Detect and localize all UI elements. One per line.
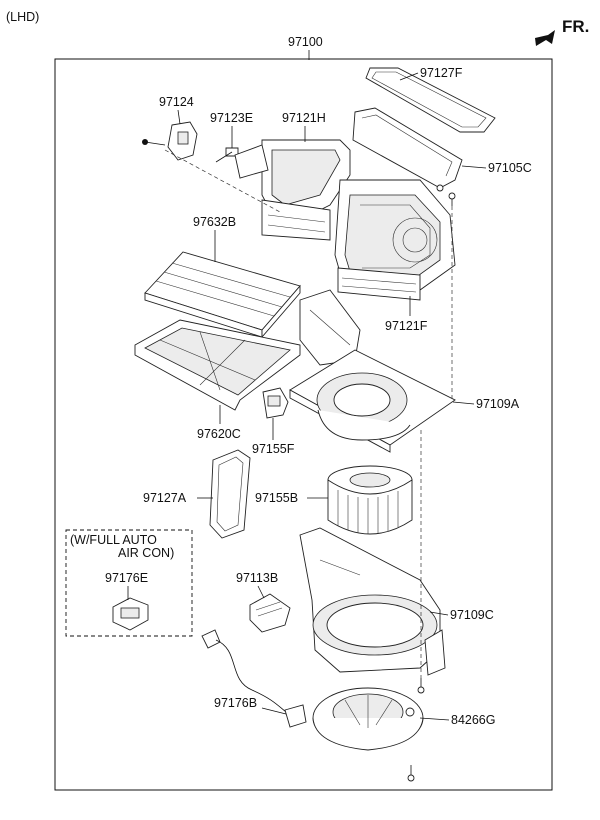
part-97105C-duct bbox=[352, 107, 463, 192]
leader-97113B bbox=[257, 585, 265, 599]
front-direction-indicator: FR. bbox=[535, 17, 589, 46]
assembly-frame bbox=[54, 58, 553, 791]
part-97155B-blower-wheel bbox=[327, 465, 413, 535]
full-auto-option-box bbox=[65, 529, 193, 637]
label-97105C: 97105C bbox=[488, 161, 532, 175]
variant-label: (LHD) bbox=[6, 10, 39, 24]
label-97121F: 97121F bbox=[385, 319, 428, 333]
label-97123E: 97123E bbox=[210, 111, 253, 125]
label-97127A: 97127A bbox=[143, 491, 187, 505]
part-97109C-blower-case bbox=[299, 527, 446, 676]
label-97176E: 97176E bbox=[105, 571, 148, 585]
part-97620C-filter-frame bbox=[134, 319, 301, 411]
label-97113B: 97113B bbox=[236, 571, 278, 585]
part-97109A-blower-plate bbox=[289, 349, 456, 453]
label-84266G: 84266G bbox=[451, 713, 495, 727]
leader-97109A bbox=[452, 401, 475, 405]
part-97176E-sensor bbox=[112, 597, 149, 631]
option-note-line1: (W/FULL AUTO bbox=[70, 533, 157, 547]
part-97124-actuator bbox=[142, 121, 198, 161]
part-97176B-wire-harness bbox=[201, 629, 307, 728]
part-84266G-motor bbox=[312, 687, 424, 751]
fastener-screws bbox=[407, 192, 456, 782]
part-97632B-filter bbox=[144, 251, 301, 339]
part-97155F-resistor bbox=[262, 387, 289, 419]
front-arrow-icon bbox=[535, 30, 555, 46]
label-97109C: 97109C bbox=[450, 608, 494, 622]
leader-97176B bbox=[261, 707, 287, 715]
label-97155F: 97155F bbox=[252, 442, 295, 456]
label-97632B: 97632B bbox=[193, 215, 236, 229]
part-97113B-resistor bbox=[249, 593, 291, 633]
label-97109A: 97109A bbox=[476, 397, 520, 411]
part-97121H-upper-case bbox=[234, 139, 351, 241]
leader-97124 bbox=[177, 109, 181, 125]
leader-97105C bbox=[461, 165, 487, 169]
front-direction-label: FR. bbox=[562, 17, 589, 36]
label-97121H: 97121H bbox=[282, 111, 326, 125]
label-97155B: 97155B bbox=[255, 491, 298, 505]
option-note-line2: AIR CON) bbox=[118, 546, 174, 560]
label-97176B: 97176B bbox=[214, 696, 257, 710]
leader-97109C bbox=[429, 611, 449, 616]
leader-97127F bbox=[399, 72, 419, 81]
assembly-number: 97100 bbox=[288, 35, 323, 49]
label-97124: 97124 bbox=[159, 95, 194, 109]
label-97620C: 97620C bbox=[197, 427, 241, 441]
assembly-guide-lines bbox=[164, 149, 453, 678]
part-97127A-gasket bbox=[209, 449, 251, 539]
part-97127F-gasket bbox=[365, 67, 496, 133]
leader-84266G bbox=[419, 717, 450, 721]
label-97127F: 97127F bbox=[420, 66, 463, 80]
part-intake-housing bbox=[334, 179, 456, 301]
